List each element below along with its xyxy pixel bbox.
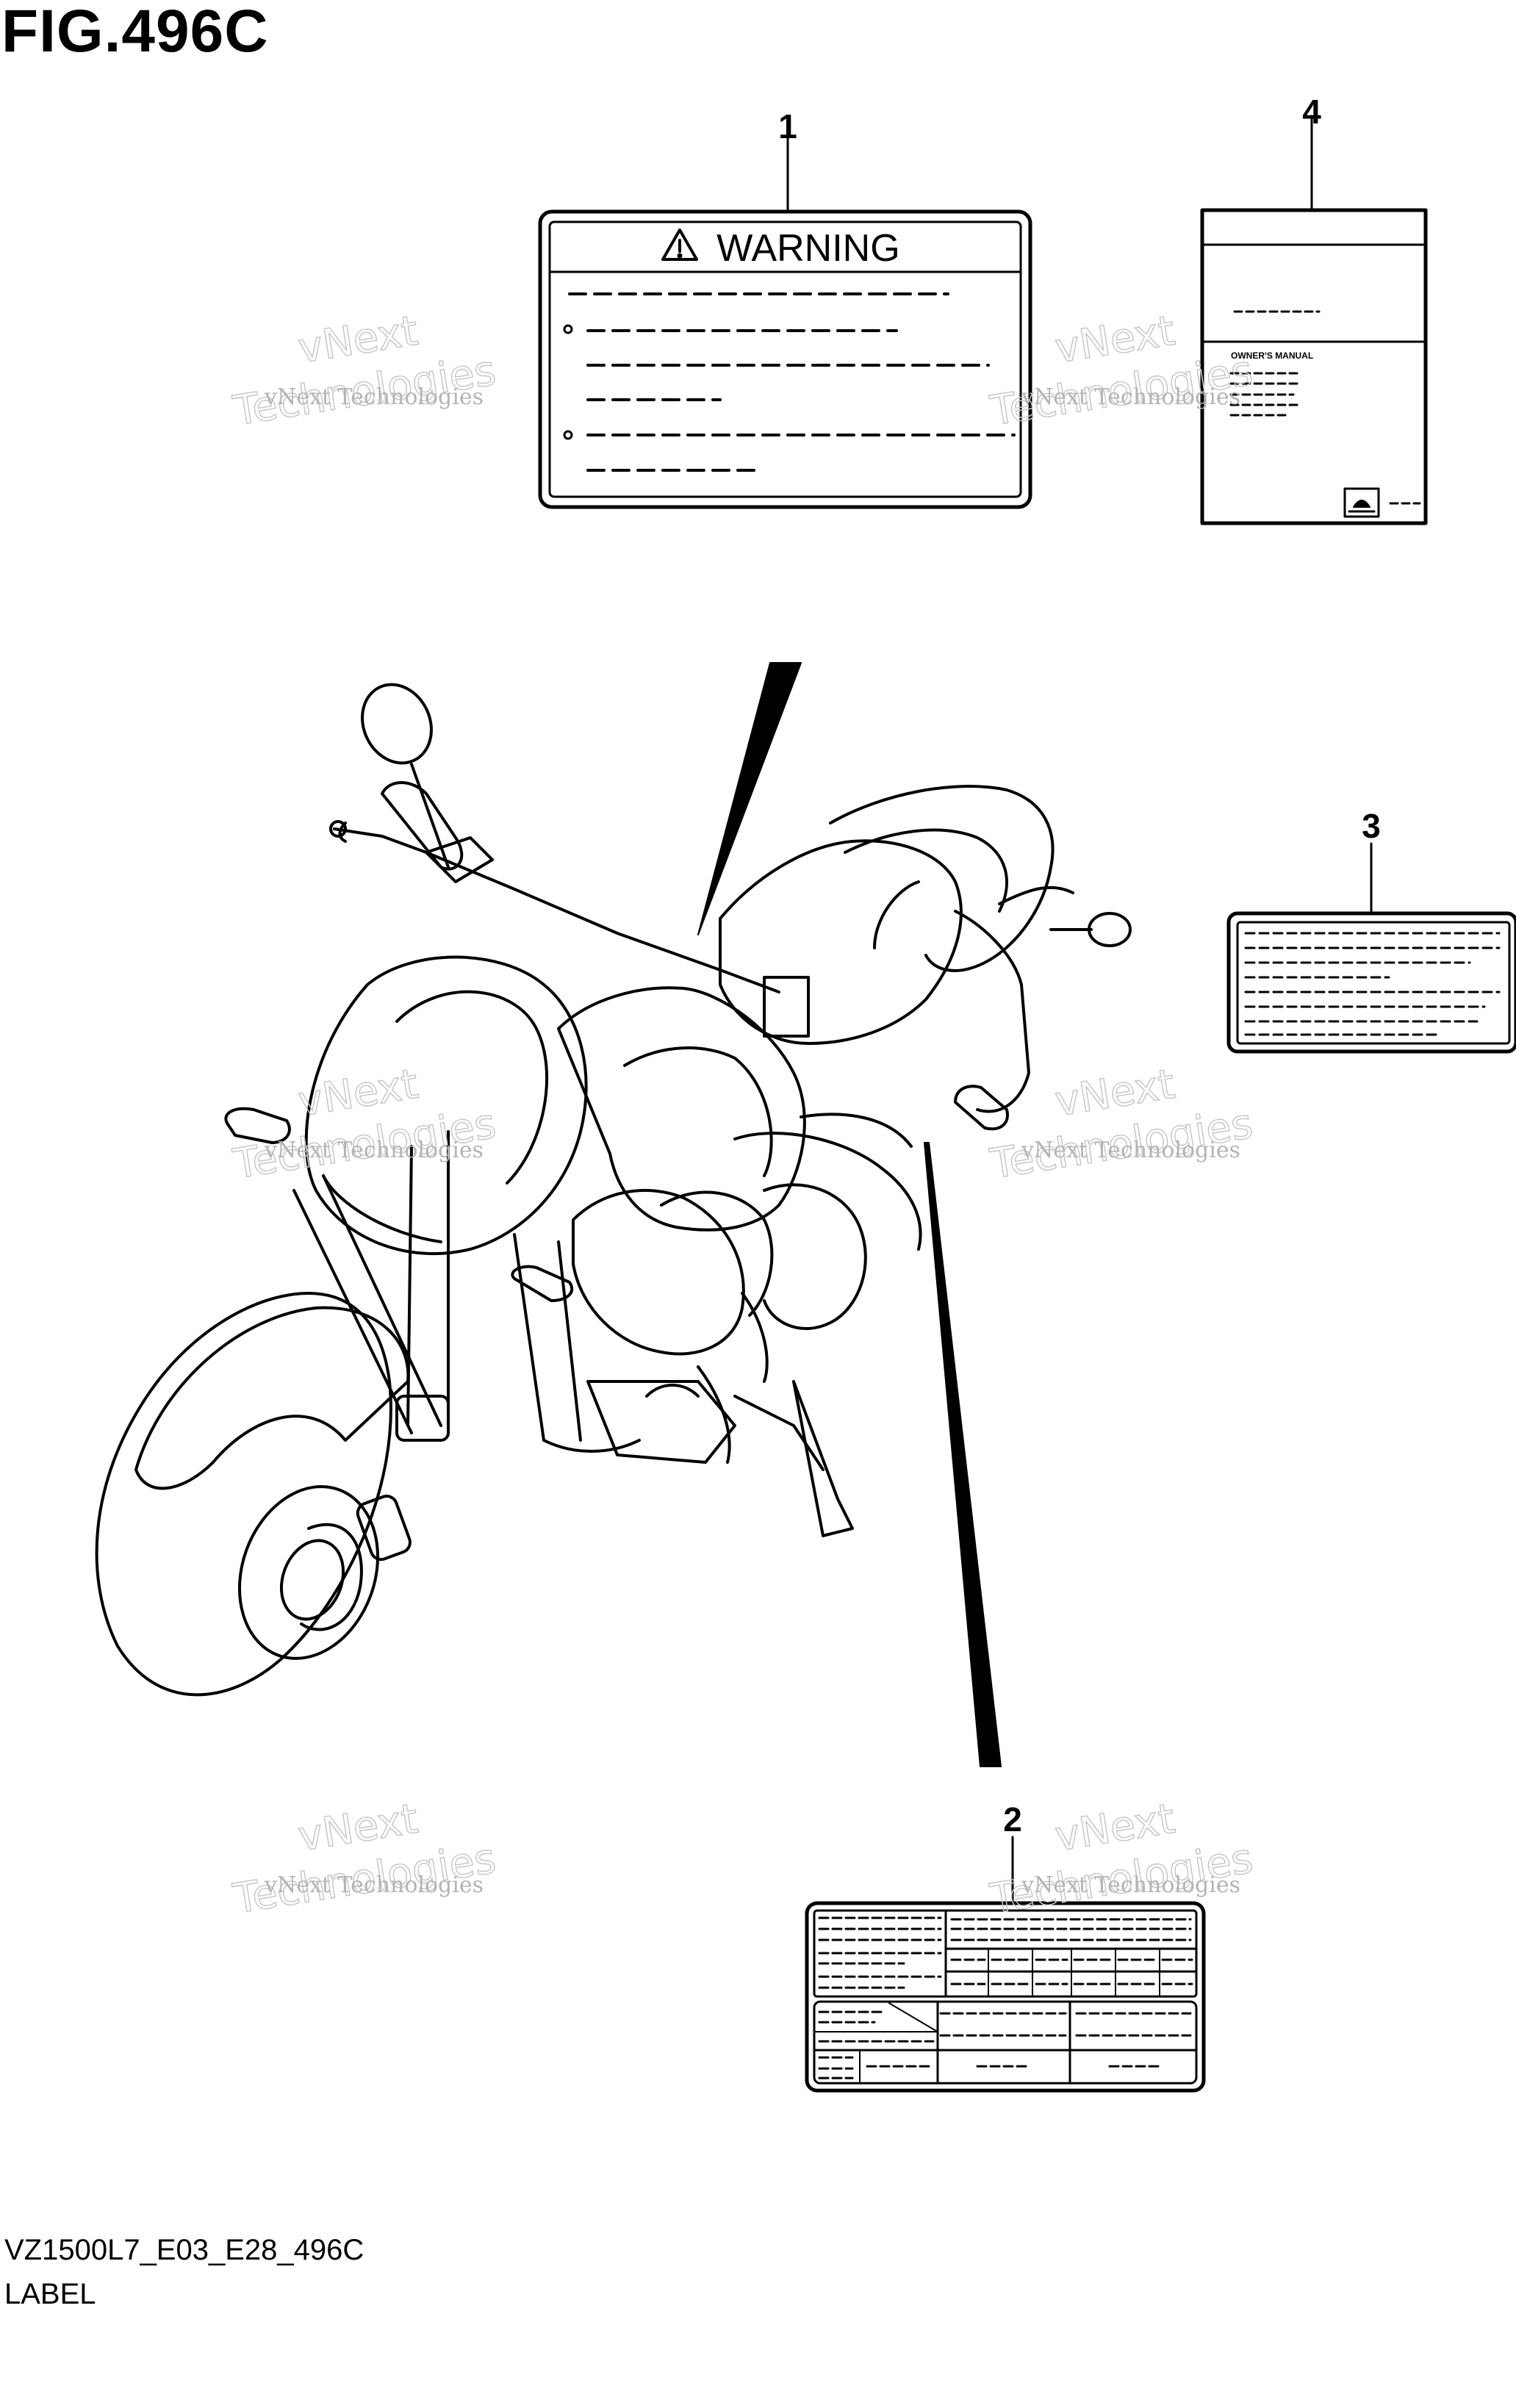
warning-triangle-icon: [661, 229, 698, 261]
svg-text:vNext Technologies: vNext Technologies: [264, 384, 484, 410]
bullet-icon: [563, 430, 573, 440]
callout-1[interactable]: 1: [778, 107, 797, 145]
bullet-icon: [563, 324, 573, 334]
svg-text:vNext Technologies: vNext Technologies: [1021, 1872, 1240, 1898]
callout-3[interactable]: 3: [1362, 807, 1381, 845]
figure-title: FIG.496C: [1, 0, 269, 65]
svg-text:vNext Technologies: vNext Technologies: [264, 1137, 484, 1163]
owners-manual[interactable]: [1200, 208, 1428, 525]
figure-name: LABEL: [4, 2278, 96, 2310]
motorcycle-illustration: [95, 662, 1132, 1767]
warning-heading: WARNING: [716, 227, 899, 270]
svg-text:vNext Technologies: vNext Technologies: [1021, 1137, 1240, 1163]
label-2[interactable]: [805, 1901, 1206, 2093]
manual-title: OWNER'S MANUAL: [1231, 351, 1313, 361]
pointer-wedge-1: [697, 662, 802, 935]
manufacturer-logo-icon: [1343, 487, 1380, 518]
callout-4[interactable]: 4: [1302, 93, 1321, 131]
watermark-group: vNext Technologies vNext Technologies vN…: [229, 306, 1257, 1924]
pointer-wedge-2: [924, 1142, 1002, 1767]
callout-2[interactable]: 2: [1003, 1800, 1022, 1839]
svg-text:vNext Technologies: vNext Technologies: [264, 1872, 484, 1898]
figure-code: VZ1500L7_E03_E28_496C: [4, 2234, 364, 2266]
warning-label[interactable]: [538, 209, 1032, 509]
svg-text:vNext Technologies: vNext Technologies: [1021, 384, 1240, 410]
label-3[interactable]: [1226, 911, 1516, 1054]
